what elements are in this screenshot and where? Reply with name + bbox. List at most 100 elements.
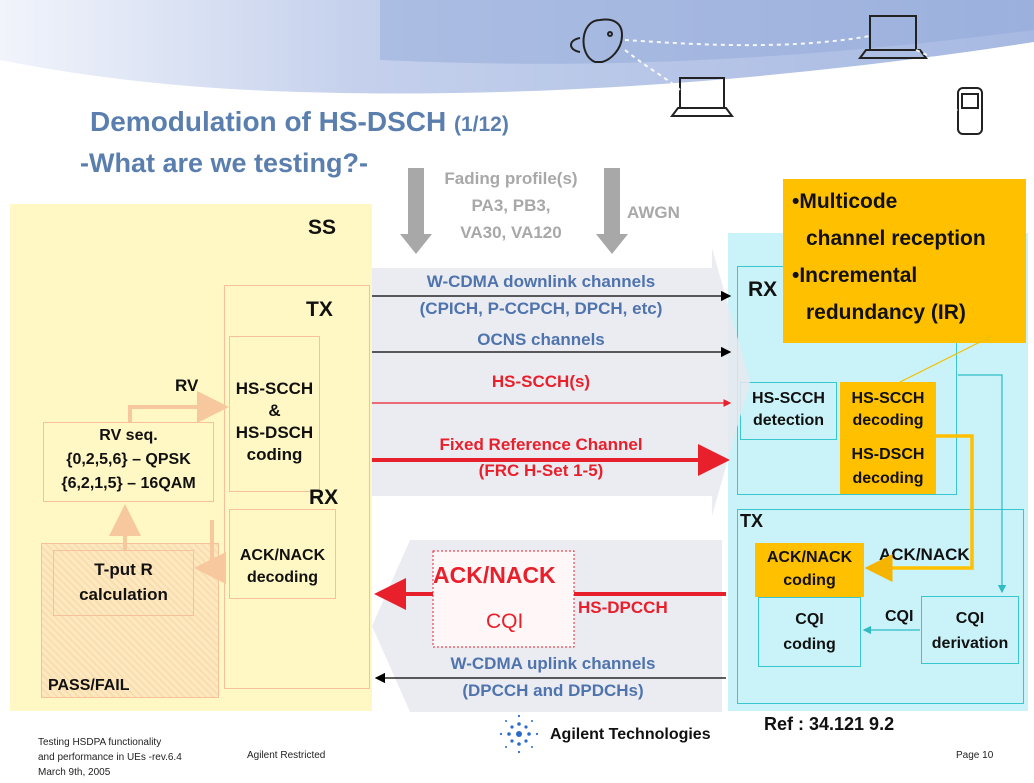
ue-tx-label: TX — [740, 511, 764, 531]
ack-decoding-label: ACK/NACK decoding — [229, 545, 336, 589]
slide-subtitle: -What are we testing?- — [80, 148, 369, 178]
rvseq-l2: {0,2,5,6} – QPSK — [66, 451, 191, 468]
callout-l2: channel reception — [806, 227, 986, 250]
rvseq-l1: RV seq. — [99, 427, 158, 444]
title-count: (1/12) — [454, 113, 509, 136]
slide-title: Demodulation of HS-DSCH (1/12) — [90, 106, 509, 138]
downlink-l1: W-CDMA downlink channels — [426, 272, 656, 291]
mobile-phone-icon — [957, 87, 983, 135]
coding-l4: coding — [246, 445, 303, 464]
title-text: Demodulation of HS-DSCH — [90, 106, 447, 137]
dec-l2: decoding — [852, 412, 924, 429]
hs-scch-detection-label: HS-SCCH detection — [740, 388, 837, 432]
ss-tx-rx-box — [224, 285, 370, 689]
ack-coding-label: ACK/NACK coding — [755, 546, 864, 592]
ackcod-l1: ACK/NACK — [766, 549, 853, 566]
ss-coding-box — [229, 336, 320, 492]
ack-cqi-dashed-box — [432, 550, 575, 648]
fading-l1: PA3, PB3, — [471, 196, 551, 215]
callout-l4: redundancy (IR) — [806, 301, 966, 324]
ack-channel-label: ACK/NACK — [433, 562, 556, 588]
network-illustration — [570, 15, 983, 135]
hs-dsch-decoding-label: HS-DSCH decoding — [840, 443, 936, 491]
callout-text: •Multicode channel reception •Incrementa… — [792, 183, 986, 331]
footer-info: Testing HSDPA functionality and performa… — [38, 735, 182, 780]
ue-cqi-label: CQI — [885, 608, 914, 625]
footer-line3: March 9th, 2005 — [38, 767, 111, 778]
cqi-channel-label: CQI — [486, 610, 524, 633]
coding-l3: HS-DSCH — [235, 423, 314, 442]
downlink-l2: (CPICH, P-CCPCH, DPCH, etc) — [419, 299, 663, 318]
hs-dsch-decoding-box — [840, 440, 936, 494]
fading-label: Fading profile(s) PA3, PB3, VA30, VA120 — [432, 165, 590, 246]
cqi-coding-box — [758, 597, 861, 667]
agilent-spark-logo — [499, 714, 539, 754]
hs-scch-decoding-box — [840, 382, 936, 440]
tput-l2: calculation — [79, 585, 168, 604]
ocns-label: OCNS channels — [477, 330, 605, 349]
frc-l1: Fixed Reference Channel — [439, 435, 643, 454]
awgn-label: AWGN — [627, 203, 680, 222]
reference-label: Ref : 34.121 9.2 — [764, 714, 895, 734]
ss-tx-label: TX — [306, 298, 333, 321]
downlink-band — [372, 248, 750, 516]
ss-tput-box — [53, 550, 194, 616]
ue-rx-label: RX — [748, 278, 778, 301]
footer-line2: and performance in UEs -rev.6.4 — [38, 752, 182, 763]
hsscch-label: HS-SCCH(s) — [491, 372, 591, 391]
cqider-l2: derivation — [931, 635, 1009, 652]
uplink-l2: (DPCCH and DPDCHs) — [462, 681, 644, 700]
det-l2: detection — [752, 412, 825, 429]
ss-rvseq-box — [43, 422, 214, 502]
coding-label: HS-SCCH & HS-DSCH coding — [229, 378, 320, 466]
fading-arrow — [400, 168, 432, 254]
rvseq-l3: {6,2,1,5} – 16QAM — [61, 475, 196, 492]
rvseq-label: RV seq. {0,2,5,6} – QPSK {6,2,1,5} – 16Q… — [43, 424, 214, 496]
det-l1: HS-SCCH — [752, 390, 825, 407]
ack-decoding-l2: decoding — [246, 569, 319, 586]
callout-box — [783, 179, 1026, 343]
laptop-top-icon — [858, 15, 928, 59]
dec-l1: HS-SCCH — [851, 390, 925, 407]
callout-l3: •Incremental — [792, 264, 918, 287]
uplink-l1: W-CDMA uplink channels — [450, 654, 656, 673]
ackcod-l2: coding — [783, 572, 836, 589]
fading-l2: VA30, VA120 — [460, 223, 562, 242]
ack-decoding-l1: ACK/NACK — [239, 547, 326, 564]
ss-passfail-box — [41, 543, 219, 698]
ack-to-tput-arrow — [194, 520, 226, 584]
page-number: Page 10 — [956, 750, 994, 761]
coding-l2: & — [268, 401, 281, 420]
face-icon — [570, 18, 624, 63]
downlink-label: W-CDMA downlink channels (CPICH, P-CCPCH… — [372, 268, 710, 322]
ss-label: SS — [308, 216, 337, 239]
footer-line1: Testing HSDPA functionality — [38, 737, 162, 748]
rx-to-cqi-arrow — [958, 374, 1007, 594]
ack-coding-box — [755, 543, 864, 597]
callout-pointer — [899, 335, 994, 383]
coding-l1: HS-SCCH — [235, 379, 314, 398]
cqicod-l1: CQI — [795, 611, 824, 628]
awgn-arrow — [596, 168, 628, 254]
frc-label: Fixed Reference Channel (FRC H-Set 1-5) — [372, 432, 710, 484]
dsch-l1: HS-DSCH — [851, 446, 925, 463]
hsdpcch-label: HS-DPCCH — [578, 598, 668, 617]
footer-restricted: Agilent Restricted — [247, 750, 326, 761]
decoding-to-ack-arrow — [864, 434, 974, 582]
fading-title: Fading profile(s) — [444, 169, 578, 188]
ue-ack-label: ACK/NACK — [879, 545, 970, 564]
dsch-l2: decoding — [852, 470, 924, 487]
laptop-left-icon — [670, 77, 734, 117]
cqi-derivation-box — [921, 596, 1019, 664]
passfail-label: PASS/FAIL — [48, 677, 130, 694]
rv-label: RV — [175, 376, 199, 395]
ss-ack-decoding-box — [229, 509, 336, 599]
hs-scch-decoding-label: HS-SCCH decoding — [840, 388, 936, 432]
cqider-l1: CQI — [955, 610, 985, 627]
brand-name: Agilent Technologies — [550, 726, 711, 743]
cqi-coding-label: CQI coding — [758, 607, 861, 657]
cqicod-l2: coding — [783, 636, 836, 653]
ss-rx-label: RX — [309, 486, 339, 509]
callout-l1: •Multicode — [792, 190, 898, 213]
